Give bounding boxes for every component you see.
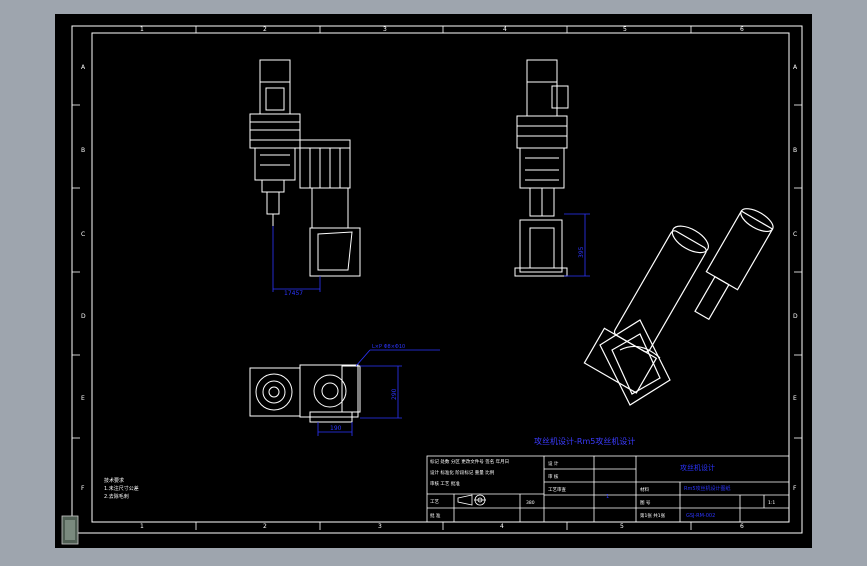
check-label: 审 核 <box>548 473 559 480</box>
top-view <box>249 364 361 423</box>
row-label-right-C: C <box>793 231 797 238</box>
drawing-no-label: 图 号 <box>640 500 651 506</box>
top-callout: L×P Φ8×Φ10 <box>372 344 405 350</box>
approval-label: 批 准 <box>430 512 441 519</box>
col-label-top-2: 2 <box>263 26 267 33</box>
row-label-right-A: A <box>793 64 798 71</box>
zone-ticks <box>72 26 802 530</box>
drawing-number: GSJ-RM-002 <box>686 513 715 519</box>
front-width-dimension: 17457 <box>284 290 303 297</box>
row-label-right-D: D <box>793 313 798 320</box>
row-label-left-F: F <box>81 485 85 492</box>
top-height-dimension: 290 <box>391 388 398 400</box>
col-label-bottom-3: 3 <box>378 523 382 530</box>
col-label-bottom-6: 6 <box>740 523 744 530</box>
drawing-sheet <box>55 14 812 548</box>
process-label: 工艺 <box>430 499 439 505</box>
row-label-left-A: A <box>81 64 86 71</box>
approve-label: 工艺审查 <box>548 486 566 493</box>
col-label-top-3: 3 <box>383 26 387 33</box>
outer-frame <box>71 25 803 534</box>
thumbnail-icon[interactable] <box>61 515 79 545</box>
projection-symbol-icon <box>457 494 486 506</box>
col-label-top-5: 5 <box>623 26 627 33</box>
title-block-row-3: 审核 工艺 批准 <box>430 480 460 487</box>
material-label: 材料 <box>640 486 649 493</box>
row-label-right-E: E <box>793 395 797 402</box>
front-view <box>249 59 361 277</box>
col-label-bottom-4: 4 <box>500 523 504 530</box>
row-label-right-F: F <box>793 485 797 492</box>
front-dim <box>272 226 321 292</box>
row-label-right-B: B <box>793 147 797 154</box>
sheet-info: 第1张 共1张 <box>640 512 666 519</box>
row-label-left-D: D <box>81 313 86 320</box>
notes-line-1: 1.未注尺寸公差 <box>104 485 139 492</box>
title-block <box>426 455 790 523</box>
notes-line-2: 2.去除毛刺 <box>104 493 129 500</box>
top-width-dimension: 190 <box>330 425 342 432</box>
title-block-row-1: 标记 处数 分区 更改文件号 签名 年月日 <box>430 458 509 465</box>
row-label-left-B: B <box>81 147 85 154</box>
side-height-dimension: 395 <box>578 246 585 258</box>
weight-value: 1 <box>606 494 609 500</box>
col-label-top-4: 4 <box>503 26 507 33</box>
col-label-bottom-2: 2 <box>263 523 267 530</box>
scale-value: 1:1 <box>768 500 775 506</box>
sub-name: Rm5攻丝机设计图纸 <box>684 485 731 492</box>
col-label-bottom-5: 5 <box>620 523 624 530</box>
drawing-title: 攻丝机设计-Rm5攻丝机设计 <box>534 436 635 446</box>
notes-title: 技术要求 <box>104 477 124 484</box>
col-label-bottom-1: 1 <box>140 523 144 530</box>
row-label-left-C: C <box>81 231 85 238</box>
col-label-top-6: 6 <box>740 26 744 33</box>
col-label-top-1: 1 <box>140 26 144 33</box>
top-dim <box>317 349 440 436</box>
side-view <box>514 59 569 277</box>
side-dim <box>564 213 590 277</box>
row-label-left-E: E <box>81 395 85 402</box>
product-name: 攻丝机设计 <box>680 463 715 472</box>
isometric-view <box>583 208 774 406</box>
design-label: 设 计 <box>548 460 559 467</box>
title-block-row-2: 设计 标准化 阶段标记 重量 比例 <box>430 469 495 476</box>
qty-value: 380 <box>526 500 535 506</box>
